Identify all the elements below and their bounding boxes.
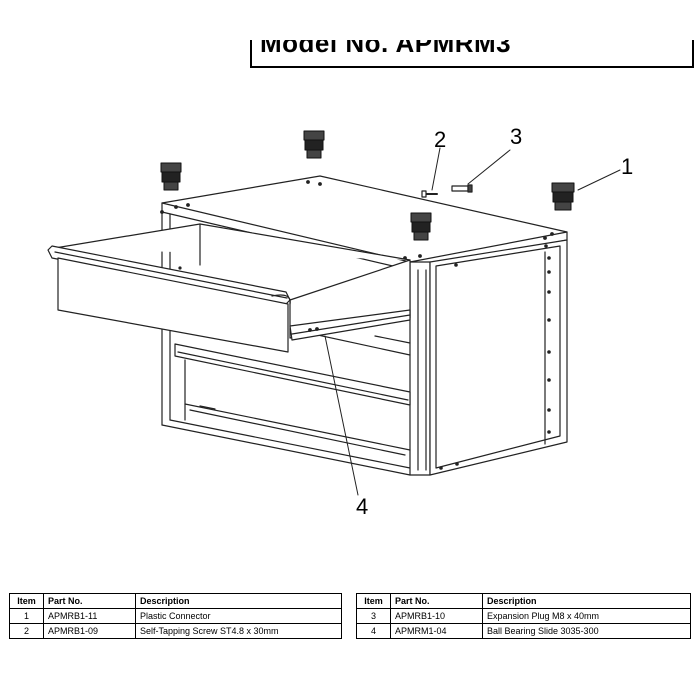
item-number: 2 xyxy=(9,623,44,639)
part-number: APMRB1-11 xyxy=(43,608,136,624)
item-number: 1 xyxy=(9,608,44,624)
part-number: APMRB1-09 xyxy=(43,623,136,639)
callout-3: 3 xyxy=(510,124,522,149)
callout-2: 2 xyxy=(434,127,446,152)
plastic-connector-icons xyxy=(160,130,575,241)
front-right-post xyxy=(409,261,431,476)
header-part-no: Part No. xyxy=(43,593,136,609)
table-row: 3 APMRB1-10 Expansion Plug M8 x 40mm xyxy=(356,608,691,624)
part-description: Plastic Connector xyxy=(135,608,342,624)
table-row: 4 APMRM1-04 Ball Bearing Slide 3035-300 xyxy=(356,623,691,639)
header-description: Description xyxy=(135,593,342,609)
connector-back-right xyxy=(551,182,575,211)
table-header-row: Item Part No. Description xyxy=(356,593,691,609)
table-row: 2 APMRB1-09 Self-Tapping Screw ST4.8 x 3… xyxy=(9,623,342,639)
header-description: Description xyxy=(482,593,691,609)
part-description: Expansion Plug M8 x 40mm xyxy=(482,608,691,624)
part-number: APMRM1-04 xyxy=(390,623,483,639)
header-item: Item xyxy=(9,593,44,609)
part-description: Self-Tapping Screw ST4.8 x 30mm xyxy=(135,623,342,639)
table-row: 1 APMRB1-11 Plastic Connector xyxy=(9,608,342,624)
item-number: 3 xyxy=(356,608,391,624)
leader-lines xyxy=(324,147,621,496)
part-number: APMRB1-10 xyxy=(390,608,483,624)
connector-front-left xyxy=(160,162,182,191)
model-title: Model No. APMRM3 xyxy=(260,40,512,58)
callout-4: 4 xyxy=(356,494,368,519)
screw-icon xyxy=(421,190,438,198)
item-number: 4 xyxy=(356,623,391,639)
slide-holes xyxy=(308,327,319,332)
connector-front-right xyxy=(410,212,432,241)
parts-table-left: Item Part No. Description 1 APMRB1-11 Pl… xyxy=(9,593,342,639)
header-part-no: Part No. xyxy=(390,593,483,609)
side-holes xyxy=(439,244,551,470)
title-box: Model No. APMRM3 xyxy=(250,40,694,68)
cabinet-drawing: 1 2 3 4 xyxy=(47,124,633,519)
parts-table-right: Item Part No. Description 3 APMRB1-10 Ex… xyxy=(356,593,691,639)
upper-drawer xyxy=(47,223,411,353)
header-item: Item xyxy=(356,593,391,609)
table-header-row: Item Part No. Description xyxy=(9,593,342,609)
connector-back-left xyxy=(303,130,325,159)
cabinet-right-side xyxy=(429,239,568,476)
lower-drawer xyxy=(174,343,411,456)
callout-1: 1 xyxy=(621,154,633,179)
expansion-plug-icon xyxy=(451,184,473,193)
part-description: Ball Bearing Slide 3035-300 xyxy=(482,623,691,639)
